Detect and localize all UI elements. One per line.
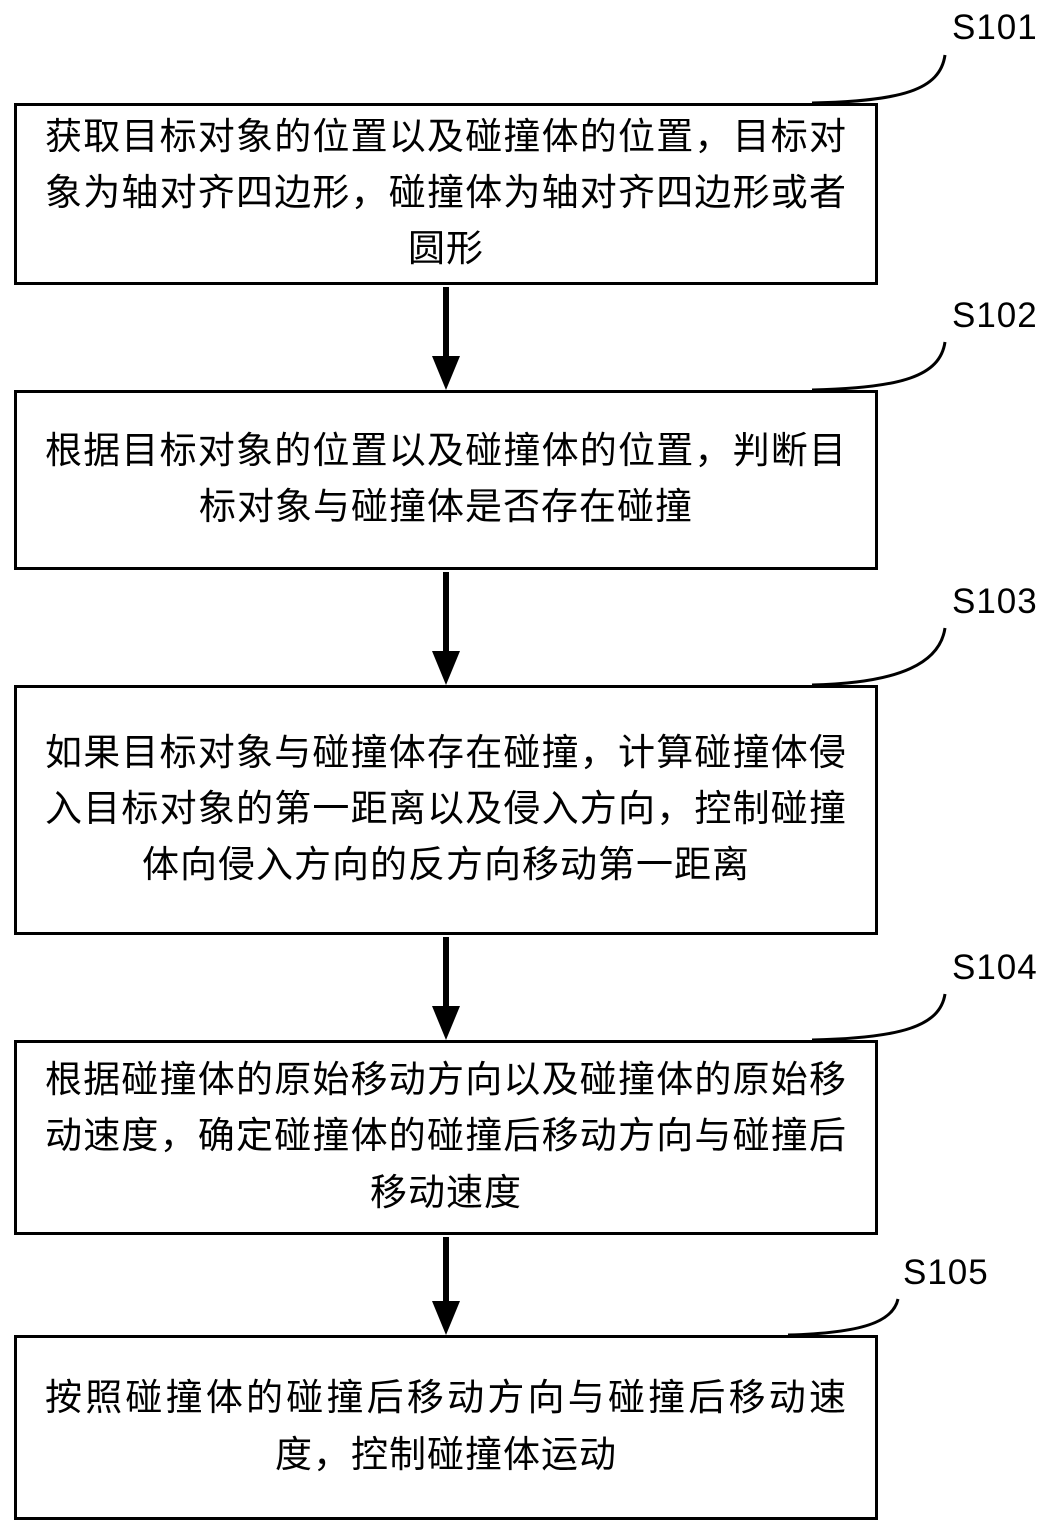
leader-curve-s103 (811, 627, 947, 687)
step-label-s102: S102 (952, 296, 1038, 335)
flow-step-text: 根据目标对象的位置以及碰撞体的位置，判断目标对象与碰撞体是否存在碰撞 (45, 430, 847, 528)
step-label-s104: S104 (952, 948, 1038, 987)
leader-curve-s104 (811, 993, 947, 1042)
flow-step-text: 获取目标对象的位置以及碰撞体的位置，目标对象为轴对齐四边形，碰撞体为轴对齐四边形… (45, 116, 847, 271)
arrow-head-icon (432, 356, 460, 390)
step-label-s103: S103 (952, 582, 1038, 621)
leader-curve-s105 (787, 1298, 900, 1337)
leader-curve-s101 (811, 54, 947, 105)
flow-step-box-s103: 如果目标对象与碰撞体存在碰撞，计算碰撞体侵入目标对象的第一距离以及侵入方向，控制… (14, 685, 878, 935)
flow-step-box-s101: 获取目标对象的位置以及碰撞体的位置，目标对象为轴对齐四边形，碰撞体为轴对齐四边形… (14, 103, 878, 285)
step-label-s105: S105 (903, 1253, 989, 1292)
flow-step-text: 根据碰撞体的原始移动方向以及碰撞体的原始移动速度，确定碰撞体的碰撞后移动方向与碰… (45, 1060, 847, 1214)
flow-step-text: 如果目标对象与碰撞体存在碰撞，计算碰撞体侵入目标对象的第一距离以及侵入方向，控制… (45, 732, 847, 887)
flow-step-box-s104: 根据碰撞体的原始移动方向以及碰撞体的原始移动速度，确定碰撞体的碰撞后移动方向与碰… (14, 1040, 878, 1235)
step-label-s101: S101 (952, 8, 1038, 47)
leader-curve-s102 (811, 341, 947, 392)
arrow-head-icon (432, 1301, 460, 1335)
flow-step-box-s105: 按照碰撞体的碰撞后移动方向与碰撞后移动速度，控制碰撞体运动 (14, 1335, 878, 1520)
flow-step-text: 按照碰撞体的碰撞后移动方向与碰撞后移动速度，控制碰撞体运动 (45, 1378, 847, 1476)
arrow-head-icon (432, 1006, 460, 1040)
arrow-head-icon (432, 651, 460, 685)
flow-step-box-s102: 根据目标对象的位置以及碰撞体的位置，判断目标对象与碰撞体是否存在碰撞 (14, 390, 878, 570)
